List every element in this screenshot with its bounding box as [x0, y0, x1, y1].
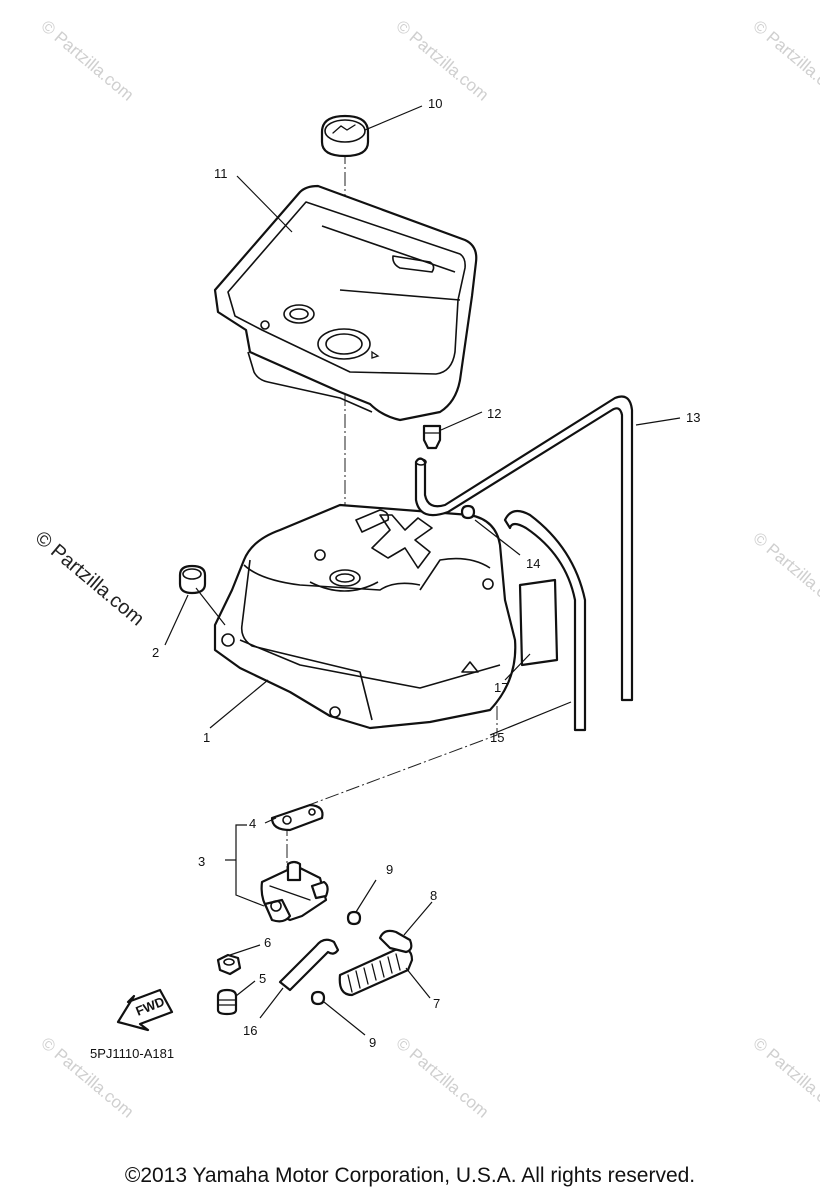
breather-hose — [414, 395, 634, 702]
nut — [216, 953, 242, 976]
watermark: © Partzilla.com — [392, 17, 492, 105]
clip-upper — [346, 910, 362, 926]
watermark: © Partzilla.com — [31, 527, 148, 630]
gasket — [270, 803, 324, 832]
callout-10: 10 — [428, 96, 442, 111]
copyright-notice: ©2013 Yamaha Motor Corporation, U.S.A. A… — [124, 1164, 696, 1187]
watermark: © Partzilla.com — [392, 1034, 492, 1122]
diagram-code: 5PJ1110-A181 — [90, 1046, 174, 1061]
hose-band — [378, 929, 413, 954]
watermark: © Partzilla.com — [749, 1034, 820, 1122]
watermark: © Partzilla.com — [749, 529, 820, 617]
callouts: 10 11 12 13 14 2 1 17 15 4 3 9 8 6 5 7 1… — [152, 96, 700, 1050]
callout-13: 13 — [686, 410, 700, 425]
clip-lower — [310, 990, 326, 1006]
leader-lines — [164, 105, 681, 1036]
fuel-cap — [320, 114, 370, 158]
callout-5: 5 — [259, 971, 266, 986]
fuel-cock — [260, 860, 329, 923]
callout-9: 9 — [386, 862, 393, 877]
damper-pad — [518, 578, 559, 667]
hose-clip — [460, 504, 476, 520]
callout-12: 12 — [487, 406, 501, 421]
callout-6: 6 — [264, 935, 271, 950]
drain-screw — [216, 988, 238, 1016]
callout-7: 7 — [433, 996, 440, 1011]
callout-15: 15 — [490, 730, 504, 745]
grommet — [178, 564, 207, 595]
callout-2: 2 — [152, 645, 159, 660]
watermark: © Partzilla.com — [749, 17, 820, 105]
corrugated-hose — [338, 947, 414, 997]
callout-8: 8 — [430, 888, 437, 903]
breather-fitting — [422, 424, 442, 450]
short-hose — [278, 938, 340, 992]
callout-17: 17 — [494, 680, 508, 695]
fuel-tank — [213, 503, 517, 730]
watermark: © Partzilla.com — [37, 17, 137, 105]
callout-14: 14 — [526, 556, 540, 571]
luggage-box — [213, 184, 478, 422]
fuel-hose — [503, 509, 587, 732]
forward-arrow-icon: FWD — [116, 988, 174, 1032]
callout-4: 4 — [249, 816, 256, 831]
callout-3: 3 — [198, 854, 205, 869]
callout-9: 9 — [369, 1035, 376, 1050]
callout-16: 16 — [243, 1023, 257, 1038]
callout-1: 1 — [203, 730, 210, 745]
callout-11: 11 — [214, 166, 228, 181]
